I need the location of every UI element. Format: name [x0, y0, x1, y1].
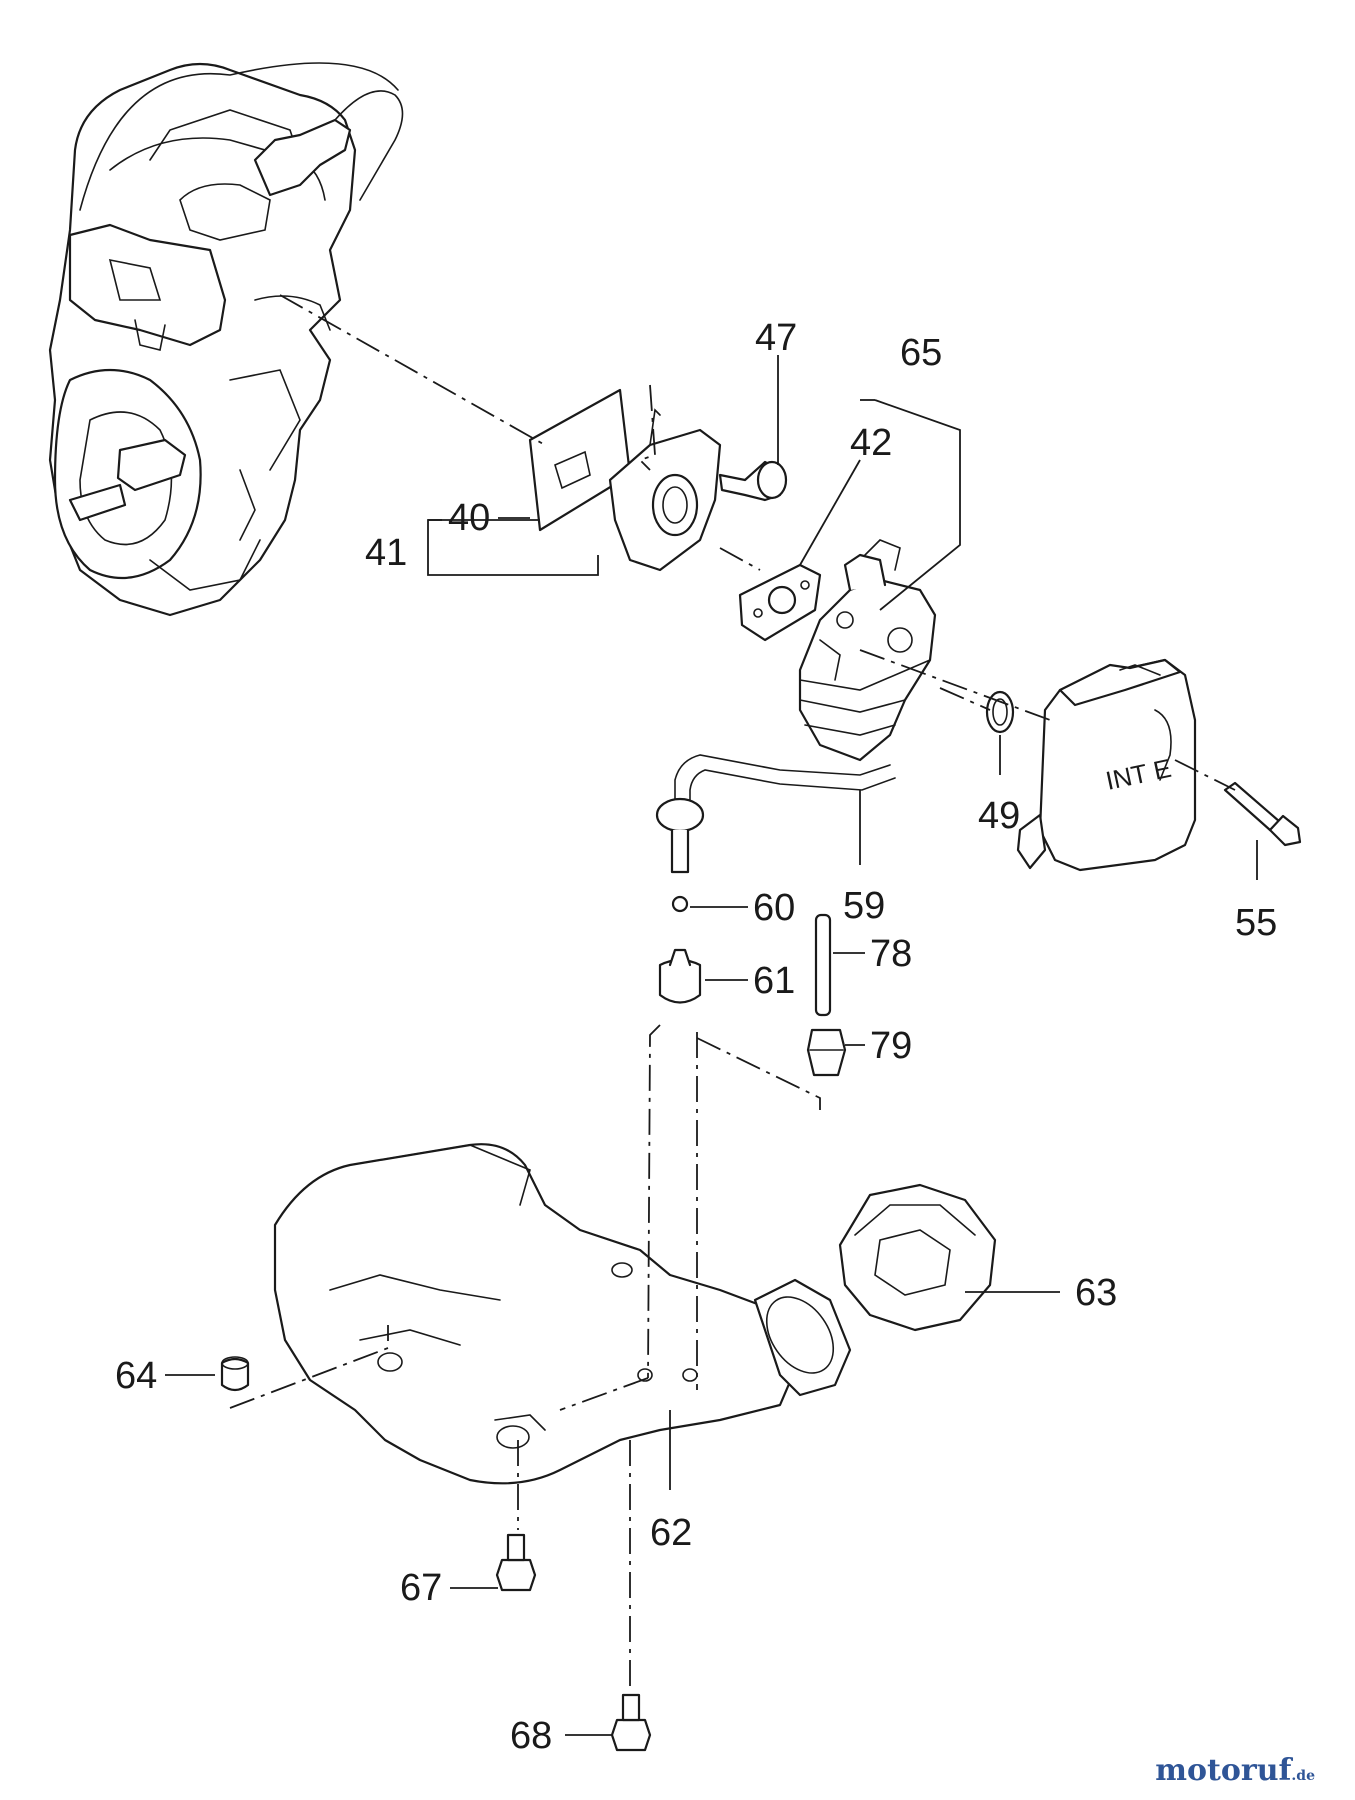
part-label-78: 78 — [870, 933, 912, 975]
part-label-59: 59 — [843, 885, 885, 927]
bolt-47 — [718, 460, 788, 502]
carburetor-gasket — [738, 563, 822, 642]
part-label-49: 49 — [978, 795, 1020, 837]
tank-grommet — [806, 1028, 847, 1077]
part-label-63: 63 — [1075, 1272, 1117, 1314]
fuel-pipe — [655, 754, 896, 874]
part-label-64: 64 — [115, 1355, 157, 1397]
o-ring — [985, 690, 1015, 734]
part-label-47: 47 — [755, 317, 797, 359]
air-cleaner-cover: INT E — [1016, 658, 1197, 872]
part-label-62: 62 — [650, 1512, 692, 1554]
screw-68 — [610, 1693, 652, 1752]
part-label-68: 68 — [510, 1715, 552, 1757]
assembly-center-lines — [229, 294, 1236, 1690]
carburetor — [798, 539, 937, 762]
bolt-55 — [1223, 781, 1302, 847]
tank-cushion-64 — [220, 1356, 250, 1392]
part-label-40: 40 — [448, 497, 490, 539]
fuel-cap — [838, 1183, 997, 1332]
watermark-logo: motoruf.de — [1155, 1753, 1315, 1788]
fuel-filter — [658, 948, 702, 1004]
watermark-text: motoruf — [1155, 1753, 1292, 1788]
carburetor-insulator — [608, 408, 722, 572]
part-label-42: 42 — [850, 422, 892, 464]
screw-67 — [495, 1533, 537, 1592]
part-label-41: 41 — [365, 532, 407, 574]
part-label-65: 65 — [900, 332, 942, 374]
vent-tube — [814, 913, 832, 1017]
part-label-67: 67 — [400, 1567, 442, 1609]
fuel-tank — [273, 1143, 797, 1485]
fuel-fitting — [671, 895, 689, 913]
watermark-tld: .de — [1291, 1768, 1315, 1784]
engine-block — [48, 62, 404, 617]
part-label-60: 60 — [753, 887, 795, 929]
part-labels: 40 41 42 47 49 55 59 60 61 62 63 64 65 6… — [115, 317, 1277, 1757]
part-label-79: 79 — [870, 1025, 912, 1067]
leader-lines — [165, 355, 1258, 1736]
tank-filler-neck — [753, 1278, 852, 1397]
part-label-55: 55 — [1235, 902, 1277, 944]
part-label-61: 61 — [753, 960, 795, 1002]
